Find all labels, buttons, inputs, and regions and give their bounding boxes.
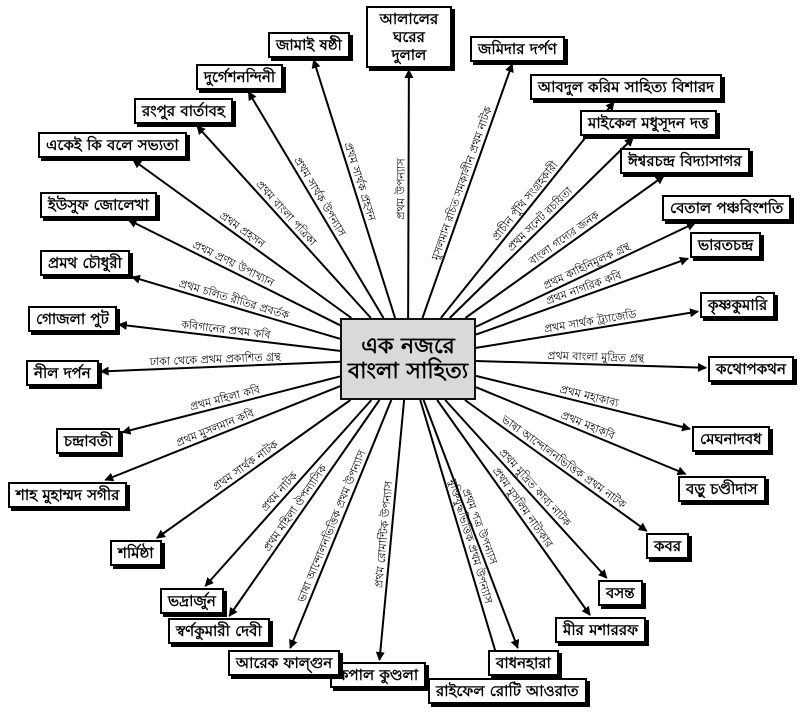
connector-label-26: প্রথম প্রণয় উপাখ্যান <box>191 238 277 289</box>
node-box-24: গোজলা পুট <box>28 306 117 332</box>
node-box-2: আবদুল করিম সাহিত্য বিশারদ <box>530 74 722 100</box>
connector-arrow-3 <box>449 137 634 319</box>
center-title-box: এক নজরে বাংলা সাহিত্য <box>340 318 476 400</box>
node-box-27: একেই কি বলে সভ্যতা <box>38 132 187 158</box>
node-box-13: মীর মশাররফ <box>555 617 647 643</box>
connector-arrow-4 <box>464 175 665 319</box>
connector-arrow-24 <box>117 321 341 352</box>
connector-arrow-30 <box>311 59 397 319</box>
connector-arrow-28 <box>196 125 372 319</box>
connector-label-9: প্রথম মহাকাব্য <box>558 383 620 410</box>
node-box-21: শাহ মুহাম্মদ সগীর <box>8 482 128 508</box>
connector-arrow-20 <box>156 399 352 539</box>
connector-arrow-22 <box>121 375 341 435</box>
node-box-22: চন্দ্রাবতী <box>56 428 121 454</box>
node-box-29: দুর্গেশনন্দিনী <box>196 64 284 90</box>
connector-arrow-15 <box>419 399 505 677</box>
connector-label-8: প্রথম বাংলা মুদ্রিত গ্রন্থ <box>547 349 645 365</box>
connector-label-25: প্রথম চলিত রীতির প্রবর্তক <box>177 277 291 322</box>
node-box-10: বড়ু চণ্ডীদাস <box>678 476 766 502</box>
connector-arrow-0 <box>404 69 414 319</box>
connector-arrow-14 <box>422 399 520 649</box>
node-box-25: প্রমথ চৌধুরী <box>40 250 130 276</box>
connector-label-23: ঢাকা থেকে প্রথম প্রকাশিত গ্রন্থ <box>148 350 281 368</box>
connector-label-21: প্রথম মুসলমান কবি <box>174 406 257 449</box>
node-box-5: বেতাল পঞ্চবিংশতি <box>662 195 792 221</box>
connector-arrow-17 <box>289 399 393 649</box>
node-box-23: নীল দর্পন <box>26 360 99 386</box>
connector-label-7: প্রথম সার্থক ট্র্যাজেডি <box>543 307 638 335</box>
node-box-6: ভারতচন্দ্র <box>690 232 762 258</box>
node-box-7: কৃষ্ণকুমারি <box>700 292 776 318</box>
connector-arrow-13 <box>436 399 591 616</box>
connector-arrow-2 <box>440 101 615 319</box>
node-box-30: জামাই ষষ্ঠী <box>268 32 350 58</box>
connector-label-27: প্রথম প্রহসন <box>217 209 268 251</box>
node-box-8: কথোপকথন <box>708 356 794 382</box>
node-box-4: ঈশ্বরচন্দ্র বিদ্যাসাগর <box>620 148 750 174</box>
connector-arrow-5 <box>475 222 696 328</box>
connector-label-30: প্রথম সার্থক প্রহসন <box>341 141 378 223</box>
connector-arrow-11 <box>464 399 648 532</box>
center-title-line-2: বাংলা সাহিত্য <box>347 359 469 384</box>
node-box-28: রংপুর বার্তাবহ <box>134 98 233 124</box>
node-box-3: মাইকেল মধুসূদন দত্ত <box>580 110 717 136</box>
connector-label-0: প্রথম উপন্যাস <box>394 158 407 220</box>
node-box-18: স্বর্ণকুমারী দেবী <box>168 618 270 644</box>
node-box-26: ইউসুফ জোলেখা <box>40 192 157 218</box>
center-title-line-1: এক নজরে <box>361 333 455 359</box>
connector-label-17: ভাষা আন্দোলনভিত্তিক প্রথম উপন্যাস <box>295 448 369 605</box>
node-box-14: বাধনহারা <box>488 650 559 676</box>
connector-arrow-9 <box>475 374 691 432</box>
node-box-15: রাইফেল রোটি আওরাত <box>428 678 587 704</box>
connector-arrow-25 <box>130 274 341 340</box>
node-box-16: কপাল কুণ্ডলা <box>330 662 427 688</box>
connector-arrow-1 <box>421 63 514 319</box>
connector-arrow-18 <box>228 399 381 617</box>
connector-arrow-6 <box>475 256 689 336</box>
connector-arrow-8 <box>475 359 707 372</box>
connector-arrow-27 <box>132 159 352 319</box>
connector-arrow-26 <box>127 219 341 327</box>
node-box-11: কবর <box>646 533 690 559</box>
connector-arrow-19 <box>204 399 373 587</box>
connector-arrow-16 <box>375 399 406 661</box>
node-box-20: শর্মিষ্ঠা <box>110 540 162 566</box>
connector-arrow-10 <box>475 386 687 476</box>
node-box-9: মেঘনাদবধ <box>692 426 770 452</box>
connector-arrow-29 <box>247 91 385 319</box>
node-box-1: জমিদার দর্পণ <box>470 36 565 62</box>
node-box-12: বসন্ত <box>598 580 643 606</box>
connector-arrow-7 <box>475 308 699 349</box>
connector-arrow-12 <box>444 399 608 579</box>
connector-label-1: মুসলমান রচিত সমকালীন প্রথম নাটক <box>429 105 495 263</box>
connector-label-20: প্রথম সার্থক নাটক <box>210 438 281 494</box>
node-box-17: আরেক ফাল্গুন <box>228 650 341 676</box>
connector-arrow-23 <box>99 360 341 376</box>
node-box-0: আলালের ঘরের দুলাল <box>366 6 452 68</box>
connector-arrow-21 <box>104 385 341 482</box>
node-box-19: ভদ্রার্জুন <box>160 588 224 614</box>
